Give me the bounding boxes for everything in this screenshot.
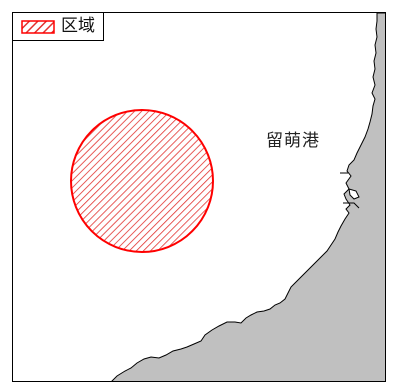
hatch-swatch-icon <box>21 19 55 34</box>
harbour-detail <box>348 188 360 200</box>
harbour-detail <box>340 172 360 209</box>
land-area <box>111 13 385 381</box>
map-canvas[interactable] <box>13 13 386 382</box>
hatched-area-circle[interactable] <box>70 109 214 253</box>
legend: 区域 <box>13 13 104 41</box>
legend-label: 区域 <box>61 16 95 36</box>
map-frame: 区域 留萌港 <box>12 12 386 382</box>
place-label-rumoi-port: 留萌港 <box>266 131 320 151</box>
